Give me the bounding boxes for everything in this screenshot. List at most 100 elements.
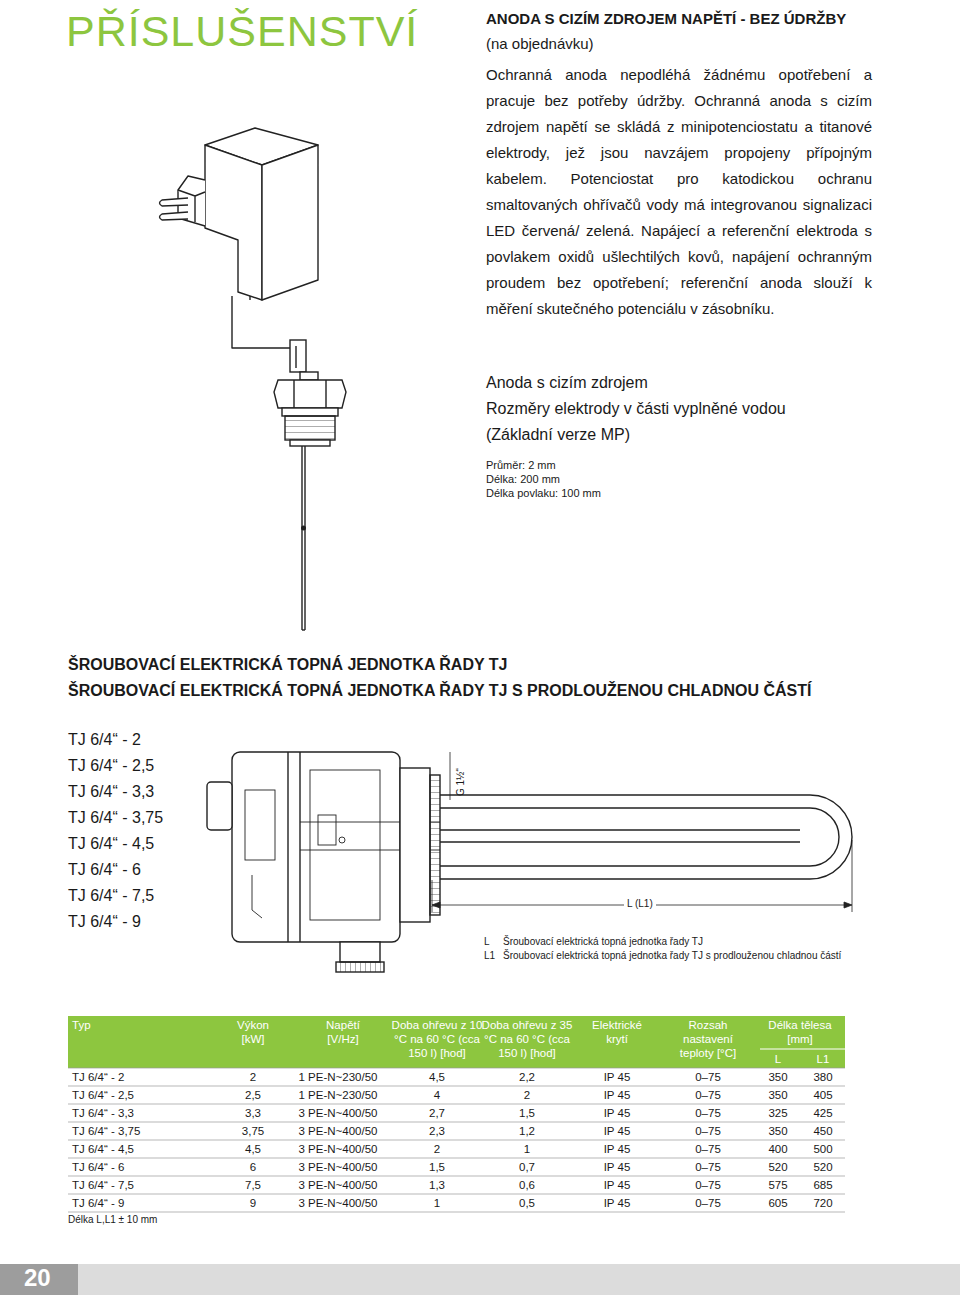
table-cell: 605 <box>728 1197 828 1211</box>
page-title: PŘÍSLUŠENSTVÍ <box>66 6 418 58</box>
table-cell: 4 <box>387 1089 487 1103</box>
table-cell: 1,5 <box>387 1161 487 1175</box>
table-cell: 685 <box>773 1179 873 1193</box>
legend-key: L <box>484 936 490 948</box>
table-cell: 3 PE-N~400/50 <box>288 1197 388 1211</box>
model-name: TJ 6/4“ - 2,5 <box>68 756 154 775</box>
table-cell: 9 <box>203 1197 303 1211</box>
table-cell: TJ 6/4“ - 4,5 <box>72 1143 134 1157</box>
table-header: Doba ohřevu z 10 °C na 60 °C (cca 150 l)… <box>389 1018 485 1060</box>
table-cell: IP 45 <box>567 1161 667 1175</box>
table-cell: IP 45 <box>567 1125 667 1139</box>
table-cell: 500 <box>773 1143 873 1157</box>
table-header: Typ <box>72 1018 91 1032</box>
table-cell: 3 PE-N~400/50 <box>288 1125 388 1139</box>
table-cell: 425 <box>773 1107 873 1121</box>
table-cell: IP 45 <box>567 1089 667 1103</box>
table-cell: 4,5 <box>387 1071 487 1085</box>
table-cell: 1 <box>477 1143 577 1157</box>
table-cell: 0–75 <box>658 1143 758 1157</box>
table-cell: 7,5 <box>203 1179 303 1193</box>
spec-value: Průměr: 2 mm <box>486 459 556 472</box>
table-rule <box>68 1212 845 1213</box>
table-rule <box>68 1122 845 1123</box>
table-cell: 1,2 <box>477 1125 577 1139</box>
table-cell: 380 <box>773 1071 873 1085</box>
table-cell: IP 45 <box>567 1107 667 1121</box>
spec-heading: Rozměry elektrody v části vyplněné vodou <box>486 399 786 418</box>
table-cell: 2,3 <box>387 1125 487 1139</box>
dimension-label: L (L1) <box>624 898 656 910</box>
table-cell: 325 <box>728 1107 828 1121</box>
table-cell: TJ 6/4“ - 9 <box>72 1197 124 1211</box>
model-name: TJ 6/4“ - 7,5 <box>68 886 154 905</box>
table-cell: 0–75 <box>658 1071 758 1085</box>
table-header: Rozsah nastavení teploty [°C] <box>668 1018 748 1060</box>
table-cell: 6 <box>203 1161 303 1175</box>
table-cell: 0,5 <box>477 1197 577 1211</box>
table-cell: TJ 6/4“ - 7,5 <box>72 1179 134 1193</box>
section-heading: ŠROUBOVACÍ ELEKTRICKÁ TOPNÁ JEDNOTKA ŘAD… <box>68 655 507 674</box>
footer-bar <box>0 1264 960 1295</box>
table-cell: 520 <box>773 1161 873 1175</box>
table-cell: 2 <box>387 1143 487 1157</box>
table-grid <box>68 1016 845 1212</box>
table-cell: 520 <box>728 1161 828 1175</box>
table-cell: TJ 6/4“ - 3,75 <box>72 1125 140 1139</box>
legend-text: Šroubovací elektrická topná jednotka řad… <box>503 950 841 962</box>
page-number: 20 <box>24 1264 51 1293</box>
table-cell: 400 <box>728 1143 828 1157</box>
table-cell: 2,5 <box>203 1089 303 1103</box>
table-cell: TJ 6/4“ - 2,5 <box>72 1089 134 1103</box>
table-cell: 3 PE-N~400/50 <box>288 1143 388 1157</box>
table-rule <box>68 1104 845 1105</box>
table-cell: 405 <box>773 1089 873 1103</box>
table-cell: TJ 6/4“ - 6 <box>72 1161 124 1175</box>
legend-text: Šroubovací elektrická topná jednotka řad… <box>503 936 703 948</box>
table-cell: IP 45 <box>567 1179 667 1193</box>
table-cell: 2,2 <box>477 1071 577 1085</box>
table-cell: 4,5 <box>203 1143 303 1157</box>
model-name: TJ 6/4“ - 4,5 <box>68 834 154 853</box>
thread-size: G 1½“ <box>455 768 467 796</box>
spec-value: Délka: 200 mm <box>486 473 560 486</box>
model-name: TJ 6/4“ - 3,75 <box>68 808 163 827</box>
legend-key: L1 <box>484 950 495 962</box>
anode-electrode <box>274 340 346 630</box>
table-rule <box>68 1194 845 1195</box>
table-cell: 3,75 <box>203 1125 303 1139</box>
table-cell: 0,6 <box>477 1179 577 1193</box>
spec-heading: (Základní verze MP) <box>486 425 630 444</box>
table-rule <box>68 1068 845 1069</box>
table-cell: IP 45 <box>567 1197 667 1211</box>
page-number-box <box>0 1264 78 1295</box>
table-note: Délka L,L1 ± 10 mm <box>68 1214 157 1226</box>
table-header: Doba ohřevu z 35 °C na 60 °C (cca 150 l)… <box>479 1018 575 1060</box>
table-cell: 3,3 <box>203 1107 303 1121</box>
table-cell: IP 45 <box>567 1143 667 1157</box>
table-header: Elektrické krytí <box>582 1018 652 1046</box>
table-cell: 0–75 <box>658 1161 758 1175</box>
body-text: Ochranná anoda nepodléhá žádnému opotřeb… <box>486 62 872 322</box>
table-header: L <box>763 1052 793 1066</box>
table-cell: 350 <box>728 1125 828 1139</box>
note: (na objednávku) <box>486 35 594 53</box>
table-cell: 3 PE-N~400/50 <box>288 1179 388 1193</box>
table-cell: 1,3 <box>387 1179 487 1193</box>
table-header: Délka tělesa [mm] <box>760 1018 840 1046</box>
table-cell: 0–75 <box>658 1089 758 1103</box>
table-cell: 350 <box>728 1089 828 1103</box>
table-rule <box>68 1086 845 1087</box>
model-name: TJ 6/4“ - 9 <box>68 912 141 931</box>
model-name: TJ 6/4“ - 2 <box>68 730 141 749</box>
power-adapter <box>160 128 319 348</box>
heating-unit <box>207 752 852 972</box>
table-cell: 1 PE-N~230/50 <box>288 1071 388 1085</box>
section-heading: ANODA S CIZÍM ZDROJEM NAPĚTÍ - BEZ ÚDRŽB… <box>486 10 846 28</box>
table-cell: 0–75 <box>658 1197 758 1211</box>
table-cell: 0,7 <box>477 1161 577 1175</box>
table-header: L1 <box>808 1052 838 1066</box>
table-rule <box>68 1140 845 1141</box>
table-cell: 2 <box>203 1071 303 1085</box>
model-name: TJ 6/4“ - 3,3 <box>68 782 154 801</box>
